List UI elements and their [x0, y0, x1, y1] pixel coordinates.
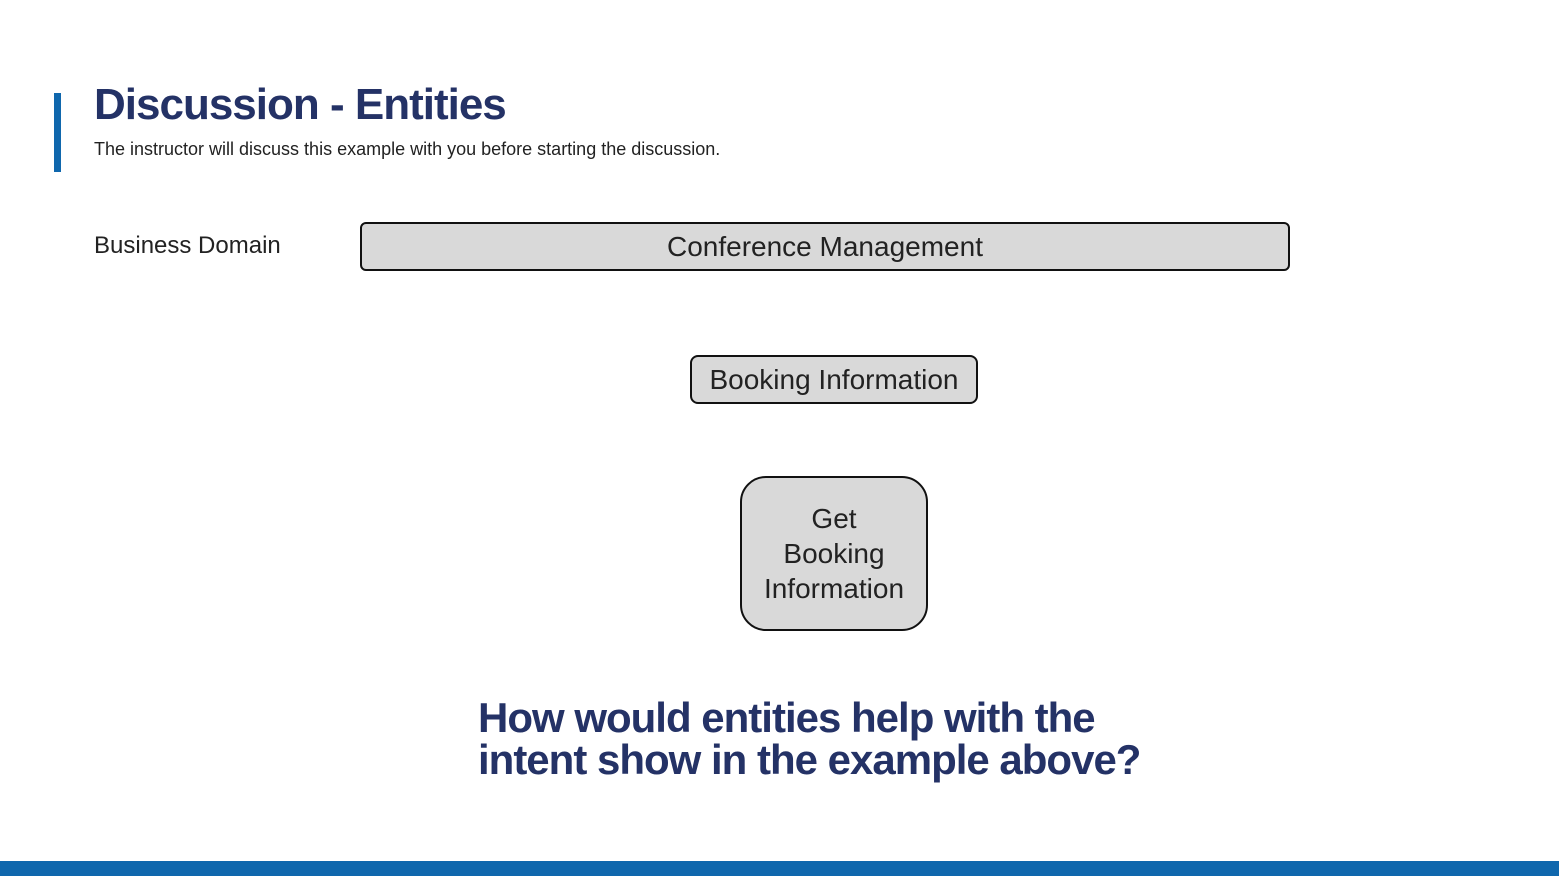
entity-box-text: Booking Information: [709, 363, 959, 395]
intent-box: Get Booking Information: [740, 476, 928, 631]
footer-bar: [0, 861, 1559, 876]
discussion-question: How would entities help with the intent …: [478, 694, 1141, 783]
intent-line-3: Information: [763, 573, 905, 604]
question-line-1: How would entities help with the: [478, 694, 1096, 741]
intent-box-text: Get Booking Information: [764, 501, 904, 606]
domain-box-text: Conference Management: [667, 230, 983, 262]
entity-box: Booking Information: [690, 355, 978, 404]
question-line-2: intent show in the example above?: [478, 736, 1141, 783]
business-domain-label: Business Domain: [94, 232, 281, 259]
intent-line-1: Get: [811, 503, 857, 534]
domain-box: Conference Management: [360, 222, 1290, 271]
intent-line-2: Booking: [783, 538, 885, 569]
slide-subtitle: The instructor will discuss this example…: [94, 139, 721, 159]
title-accent-bar: [54, 93, 61, 172]
slide-title: Discussion - Entities: [94, 80, 507, 129]
